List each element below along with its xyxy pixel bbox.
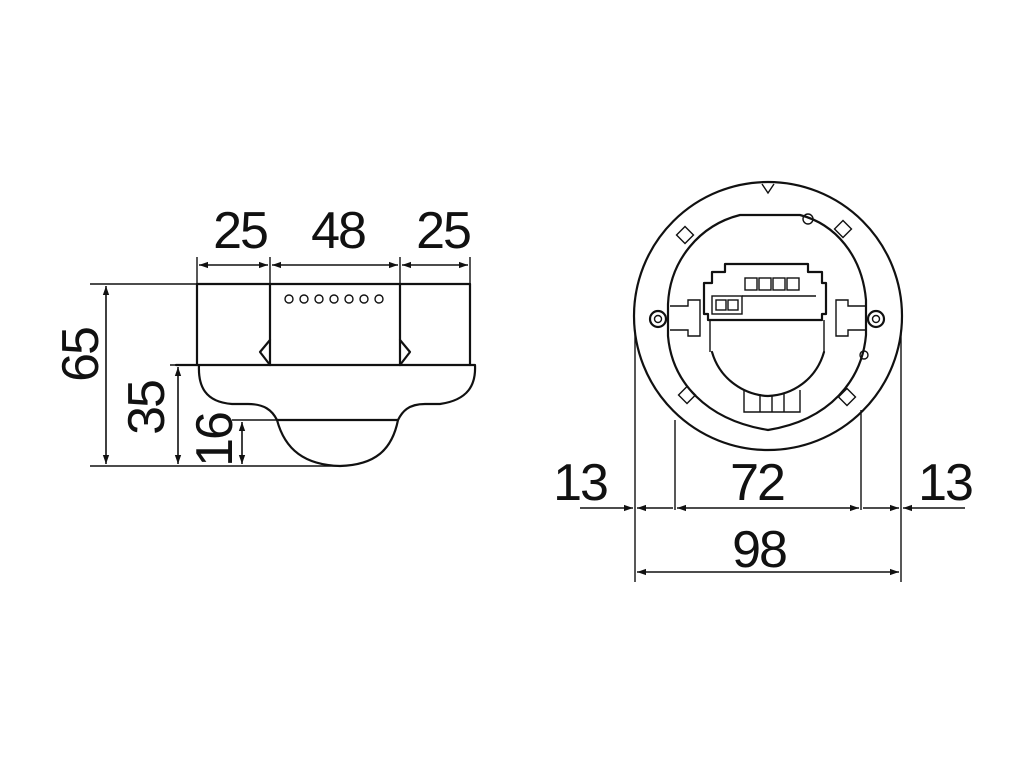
dim-height-total: 65: [52, 328, 110, 382]
top-offset-dimensions: 13 72 13: [553, 454, 974, 512]
dim-height-dome: 16: [186, 413, 244, 467]
dim-inner-width: 72: [730, 454, 784, 512]
orientation-marker-icon: [761, 183, 775, 195]
dim-width-right: 25: [416, 202, 470, 260]
led-dots: [284, 294, 384, 304]
side-width-dimensions: 25 48 25: [199, 202, 472, 269]
side-extension-lines: [90, 257, 471, 467]
screw-right-icon: [866, 309, 886, 329]
dim-width-left: 25: [213, 202, 267, 260]
sensor-head: [195, 282, 472, 367]
top-extension-lines: [634, 330, 902, 582]
dim-width-middle: 48: [311, 202, 365, 260]
side-height-dimensions: 65 35 16: [52, 286, 246, 467]
side-view: 25 48 25 65 35 16: [52, 202, 477, 468]
outer-ring: [632, 180, 904, 452]
side-lugs: [670, 299, 866, 337]
mounting-plate: [666, 213, 868, 432]
dim-height-body: 35: [118, 381, 176, 435]
screw-left-icon: [648, 309, 668, 329]
bottom-connector: [710, 350, 826, 413]
dim-offset-left: 13: [553, 454, 607, 512]
top-outer-dimension: 98: [637, 521, 899, 579]
top-view: 13 72 13 98: [553, 180, 974, 582]
terminal-block: [702, 262, 828, 352]
ring-tabs: [675, 213, 869, 407]
dim-outer-width: 98: [732, 521, 786, 579]
dim-offset-right: 13: [918, 454, 972, 512]
